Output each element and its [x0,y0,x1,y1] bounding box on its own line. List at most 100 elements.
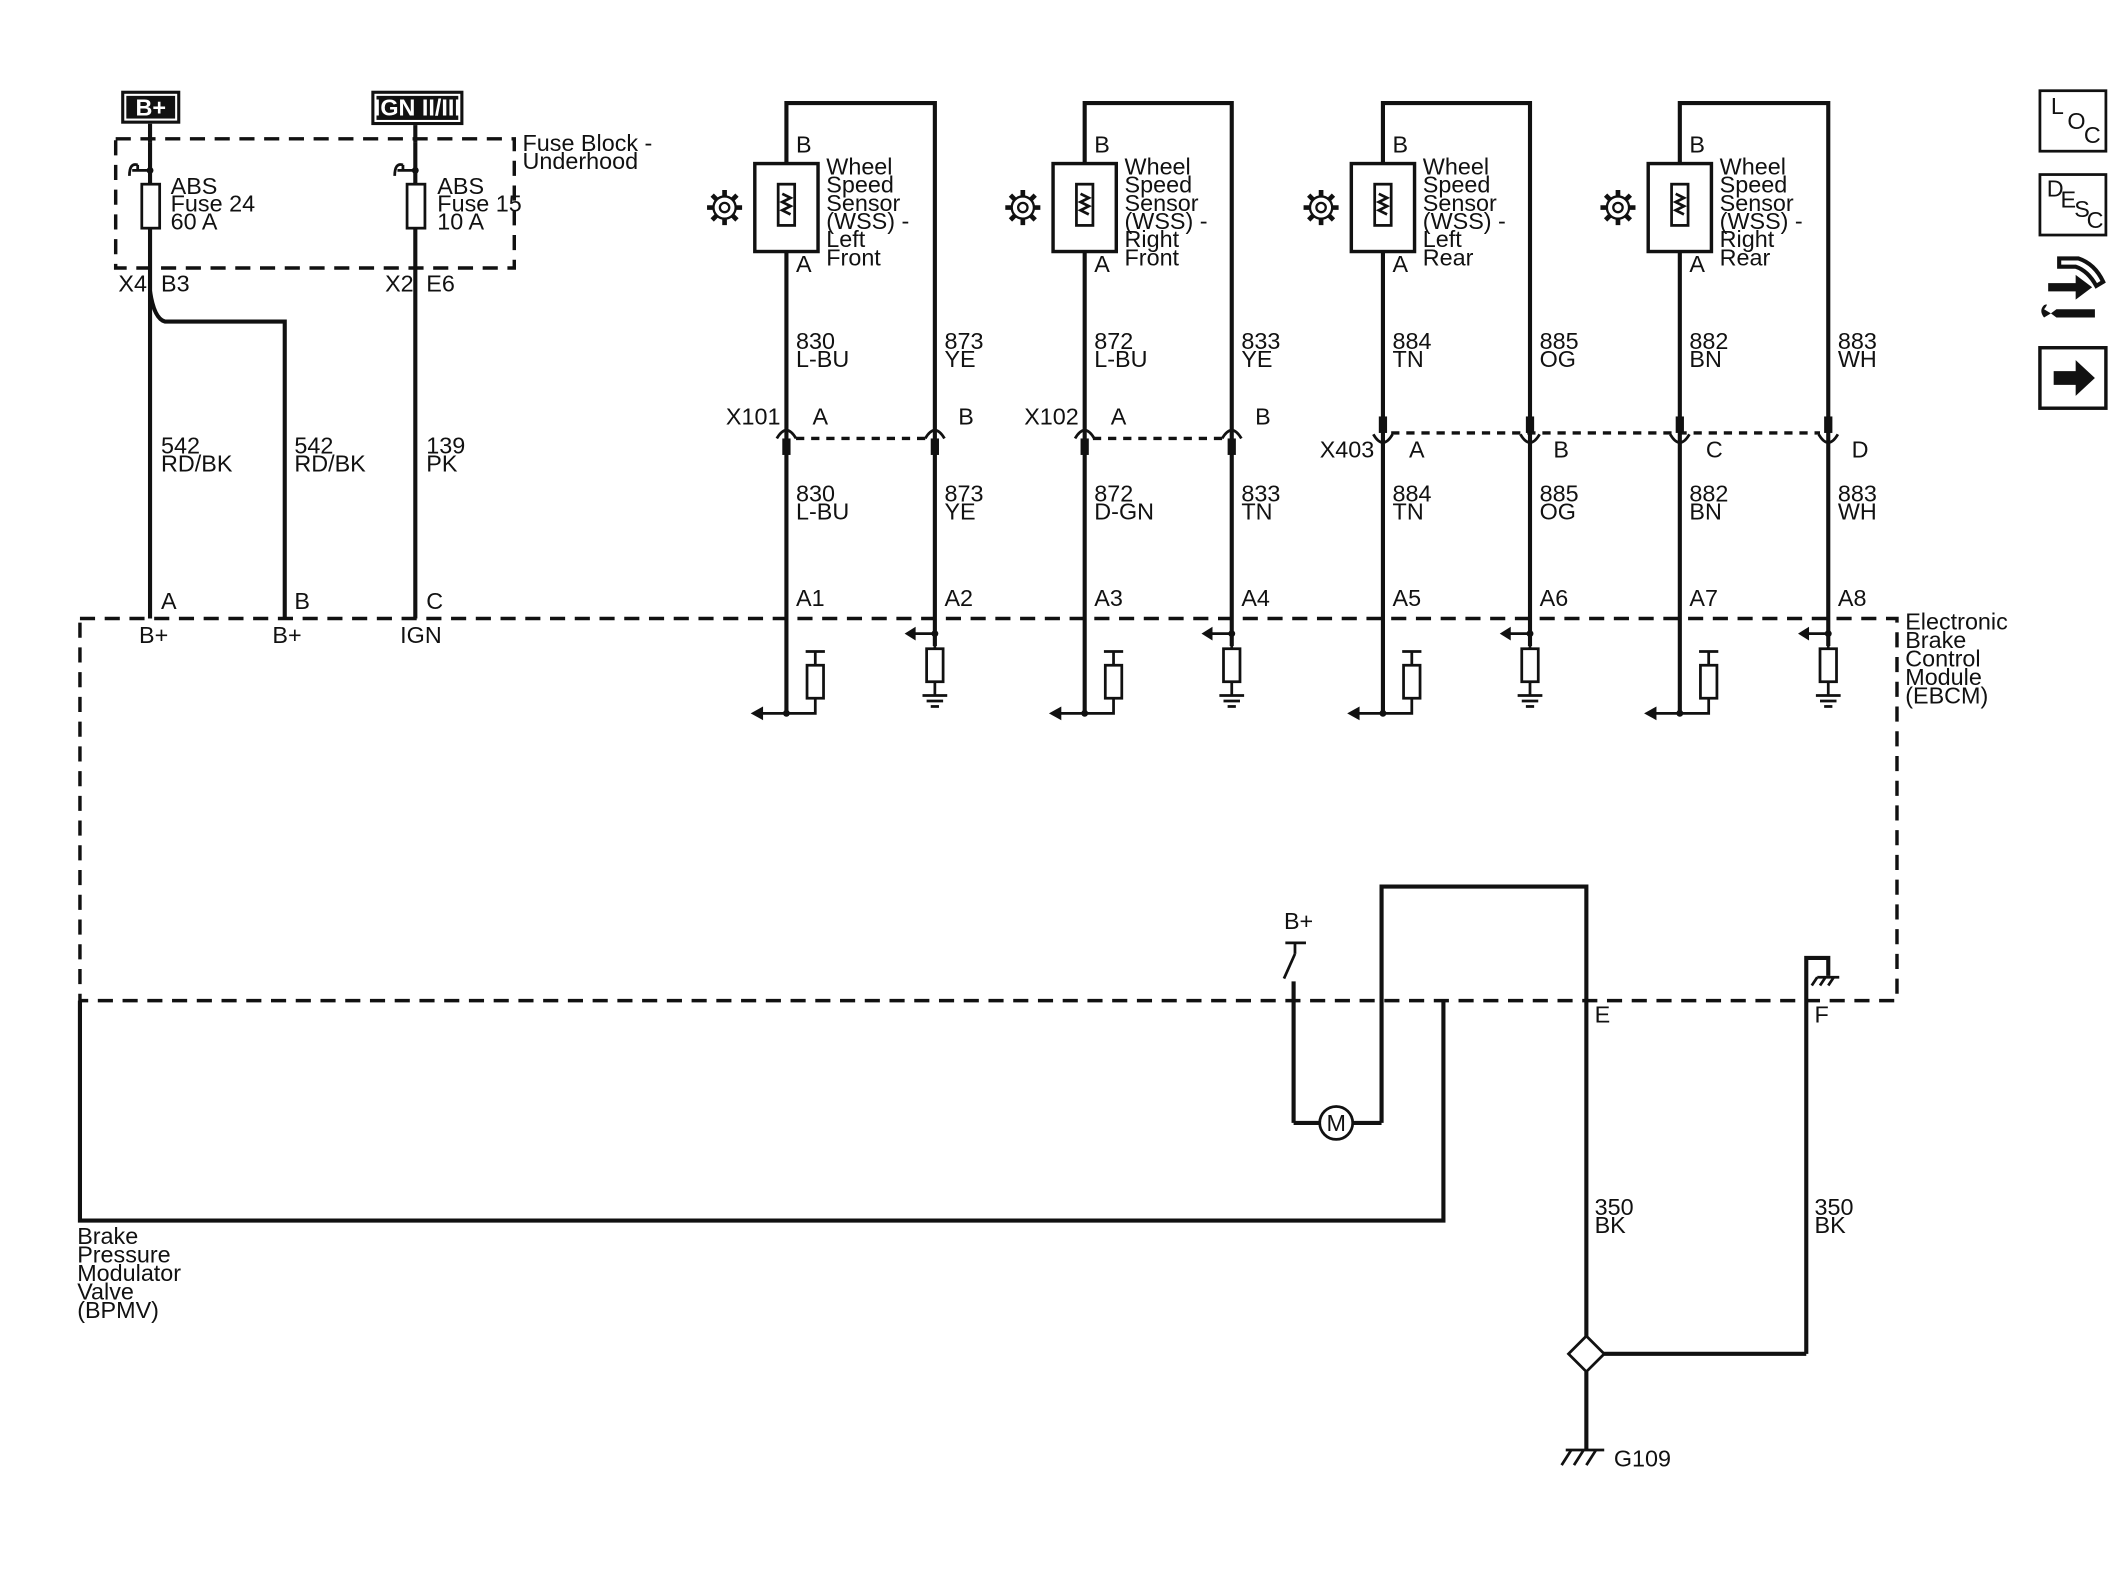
connector-pin-b: B [1255,404,1271,430]
ebcm-pin-left: A7 [1689,585,1718,611]
connector-pin-a: A [1111,404,1127,430]
ground-resistor [1516,630,1544,708]
connector-repair-icon[interactable] [2041,256,2106,318]
motor-symbol: M [1326,1110,1345,1136]
wss-pin-b: B [1689,132,1705,158]
connector-pin-a: C [1706,437,1723,463]
splice-diamond [1566,1334,1607,1374]
ign-source: IGN II/III [371,90,464,126]
right-arrow-icon [2053,360,2095,396]
ebcm-pin-right: A2 [944,585,973,611]
connector-id: X403 [1320,437,1375,463]
wss-pin-b: B [1094,132,1110,158]
ebcm-pin-left: A3 [1094,585,1123,611]
connector-id: X102 [1024,404,1079,430]
ebcm-pin-e: E [1595,1002,1611,1028]
svg-text:O: O [2067,108,2085,134]
wss-pin-a: A [1393,251,1409,277]
ebcm-pin-b: B [294,588,310,614]
ebcm-pin-f: F [1815,1002,1829,1028]
bplus-source-label: B+ [135,94,166,120]
ground-resistor [921,630,949,708]
connector-pin-b: D [1852,437,1869,463]
ebcm-pin-right: A8 [1838,585,1867,611]
ebcm-pin-right: A4 [1241,585,1270,611]
ebcm-ign: IGN [400,622,442,648]
gear-icon [1600,190,1635,225]
pin-x4: X4 [118,270,147,296]
connector-pin-a: A [1409,437,1425,463]
svg-text:C: C [2084,122,2101,148]
connector-pin-b: B [958,404,974,430]
pin-e6: E6 [426,270,455,296]
wss-pin-b: B [1393,132,1409,158]
gear-icon [1304,190,1339,225]
svg-text:C: C [2087,207,2104,233]
pin-x2: X2 [385,270,414,296]
ground-g109: G109 [1614,1446,1671,1472]
ebcm-module [78,616,1899,1003]
svg-text:L: L [2051,93,2064,119]
connector-pin-a: A [813,404,829,430]
wss-pin-a: A [1094,251,1110,277]
next-arrow-button[interactable] [2038,346,2108,410]
bplus-source: B+ [121,90,181,124]
ebcm-bplus-2: B+ [272,622,301,648]
ground-resistor [1218,630,1246,708]
pin-b3: B3 [161,270,190,296]
wss-pin-a: A [796,251,812,277]
fuse-block-label: Fuse Block -Underhood [523,130,653,174]
connector-id: X101 [726,404,781,430]
svg-text:D: D [2047,176,2064,202]
ground-resistor [1814,630,1843,708]
description-button[interactable]: D E S C [2038,173,2108,237]
location-button[interactable]: L O C [2038,89,2108,153]
wss-pin-b: B [796,132,812,158]
wss-pin-a: A [1689,251,1705,277]
connector-pin-b: B [1553,437,1569,463]
svg-text:S: S [2074,196,2090,222]
ebcm-pin-right: A6 [1540,585,1569,611]
ign-source-label: IGN II/III [374,94,461,120]
ebcm-bplus-1: B+ [139,622,168,648]
ebcm-pin-left: A5 [1393,585,1422,611]
motor-supply-bplus: B+ [1284,908,1313,934]
ebcm-pin-c: C [426,588,443,614]
svg-text:E: E [2061,187,2077,213]
